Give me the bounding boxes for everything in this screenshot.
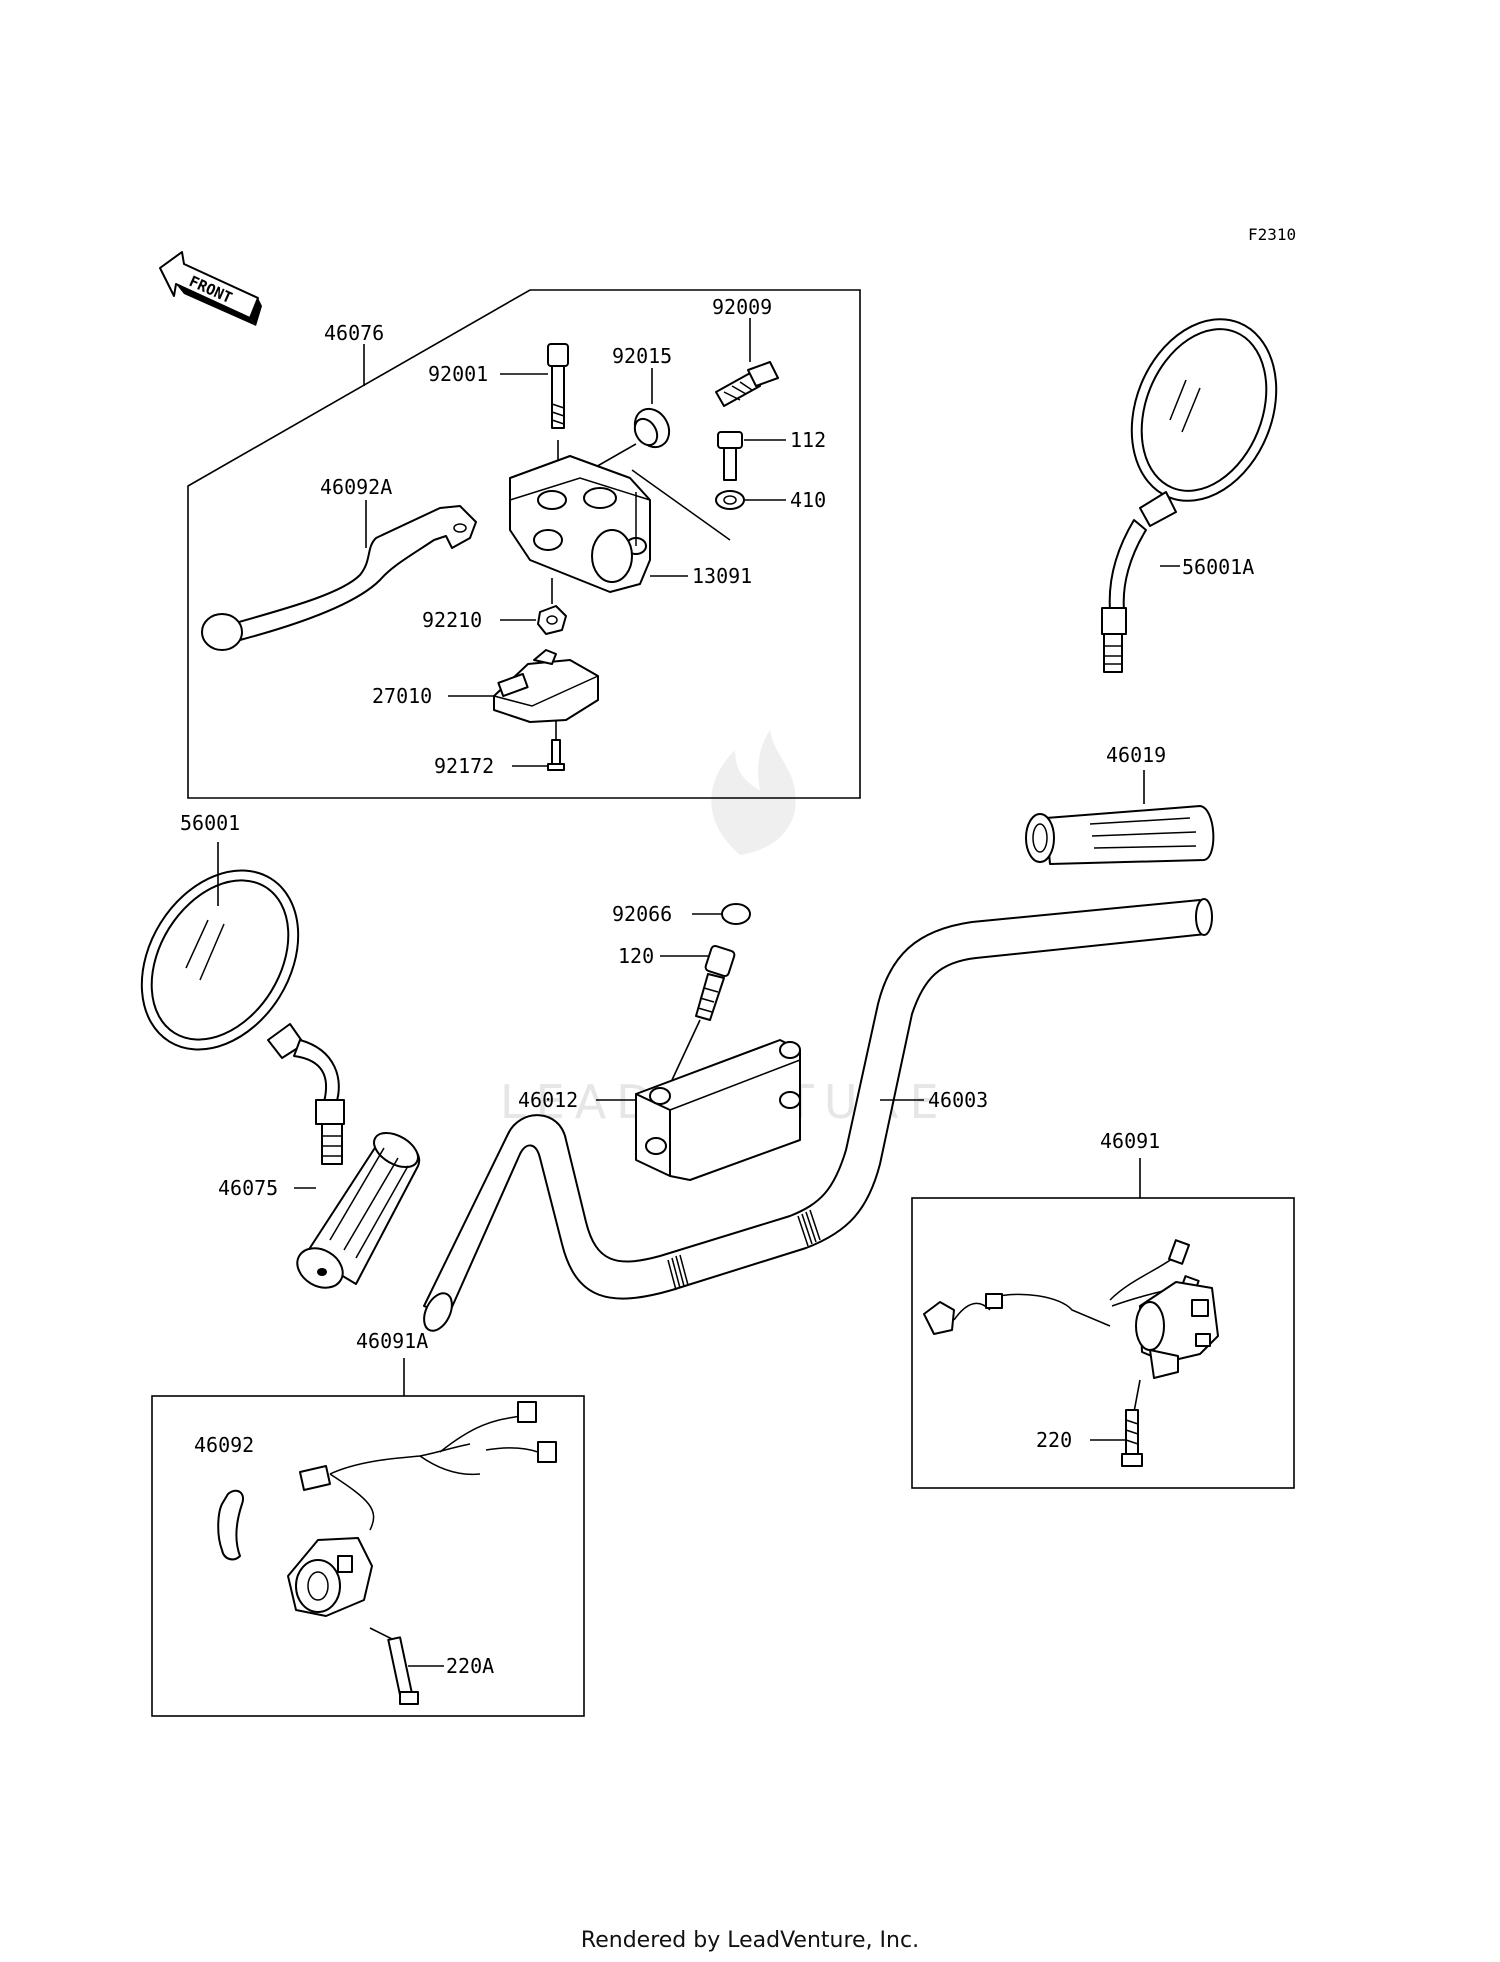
part-label-92172: 92172: [434, 754, 494, 778]
part-label-46076: 46076: [324, 321, 384, 345]
cap-92066: 92066: [612, 902, 751, 926]
left-switch-group: 46091A 46092 220A: [151, 1329, 585, 1717]
switch-27010: 27010: [372, 649, 599, 760]
diagram-reference: F2310: [1248, 225, 1296, 244]
handlebar-46003: 46003: [423, 898, 1213, 1332]
nut-92210: 92210: [422, 578, 567, 635]
part-label-13091: 13091: [692, 564, 752, 588]
part-label-92009: 92009: [712, 295, 772, 319]
part-label-46003: 46003: [928, 1088, 988, 1112]
part-label-112: 112: [790, 428, 826, 452]
part-label-220: 220: [1036, 1428, 1072, 1452]
part-label-120: 120: [618, 944, 654, 968]
right-switch-box: [911, 1197, 1295, 1489]
part-label-92015: 92015: [612, 344, 672, 368]
part-label-46091A: 46091A: [356, 1329, 428, 1353]
part-label-46019: 46019: [1106, 743, 1166, 767]
part-label-220A: 220A: [446, 1654, 494, 1678]
part-label-92210: 92210: [422, 608, 482, 632]
part-label-27010: 27010: [372, 684, 432, 708]
part-label-46091: 46091: [1100, 1129, 1160, 1153]
lever-46092A: 46092A: [201, 475, 477, 651]
grip-46075: 46075: [218, 1131, 421, 1289]
screw-92172: 92172: [434, 739, 565, 778]
knob-92015: 92015: [579, 344, 672, 477]
part-label-410: 410: [790, 488, 826, 512]
part-label-46075: 46075: [218, 1176, 278, 1200]
part-label-92001: 92001: [428, 362, 488, 386]
lever-assembly-box: [187, 289, 861, 799]
left-switch-box: [151, 1395, 585, 1717]
right-switch-group: 46091 220: [911, 1129, 1295, 1489]
part-label-46012: 46012: [518, 1088, 578, 1112]
part-label-46092: 46092: [194, 1433, 254, 1457]
bolt-120: 120: [618, 944, 736, 1021]
mirror-56001A: 56001A: [1101, 318, 1278, 673]
pivot-bolt-92001: 92001: [428, 343, 569, 476]
clamp-46012: 46012: [518, 1019, 801, 1181]
holder-13091: 13091: [509, 455, 752, 593]
part-label-92066: 92066: [612, 902, 672, 926]
part-label-56001A: 56001A: [1182, 555, 1254, 579]
part-label-56001: 56001: [180, 811, 240, 835]
adjuster-92009: 92009: [712, 295, 779, 407]
bolt-112: 112: [717, 428, 826, 481]
front-arrow-icon: FRONT: [159, 251, 262, 326]
part-label-46092A: 46092A: [320, 475, 392, 499]
mirror-56001: 56001: [140, 811, 345, 1165]
footer-credit: Rendered by LeadVenture, Inc.: [580, 1928, 920, 1953]
washer-410: 410: [715, 488, 826, 512]
grip-46019: 46019: [1025, 743, 1215, 865]
lever-assembly-group: 46076: [187, 289, 861, 799]
